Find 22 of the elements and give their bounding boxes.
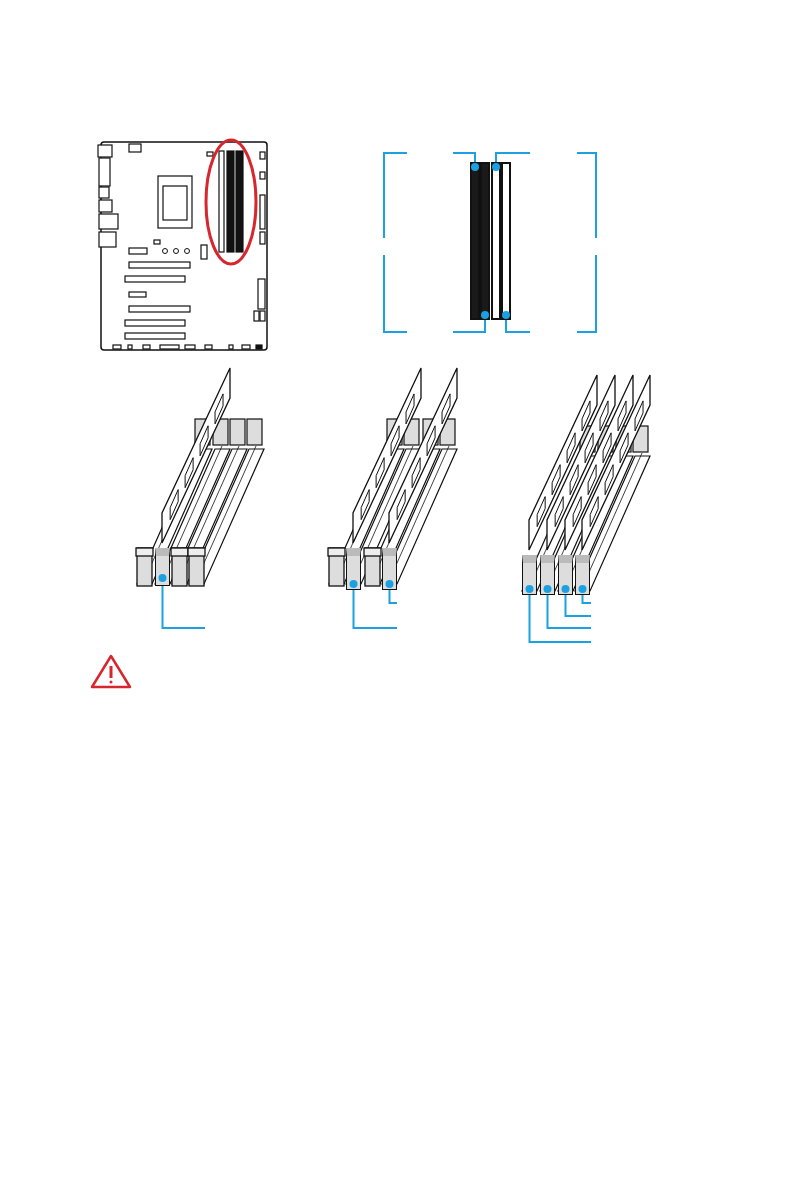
leader-line (385, 580, 398, 604)
memory-slot (480, 162, 490, 320)
slot-latch (522, 555, 537, 595)
memory-slot (491, 162, 501, 320)
leader-line (158, 574, 206, 629)
leader-line (561, 585, 592, 617)
leader-line (543, 585, 592, 629)
slot-latch (155, 548, 170, 586)
leader-line (452, 311, 489, 333)
slot-latch (382, 548, 397, 590)
memory-slot (501, 162, 511, 320)
leader-line (349, 580, 398, 629)
leader-line (578, 585, 592, 604)
slot-latch (540, 555, 555, 595)
leader-line (525, 585, 592, 643)
slot-latch (346, 548, 361, 590)
leader-line (502, 311, 531, 333)
slot-latch (558, 555, 573, 595)
leader-line (452, 152, 479, 171)
leader-line (492, 152, 531, 171)
memory-slot (470, 162, 480, 320)
slot-latch (575, 555, 590, 595)
